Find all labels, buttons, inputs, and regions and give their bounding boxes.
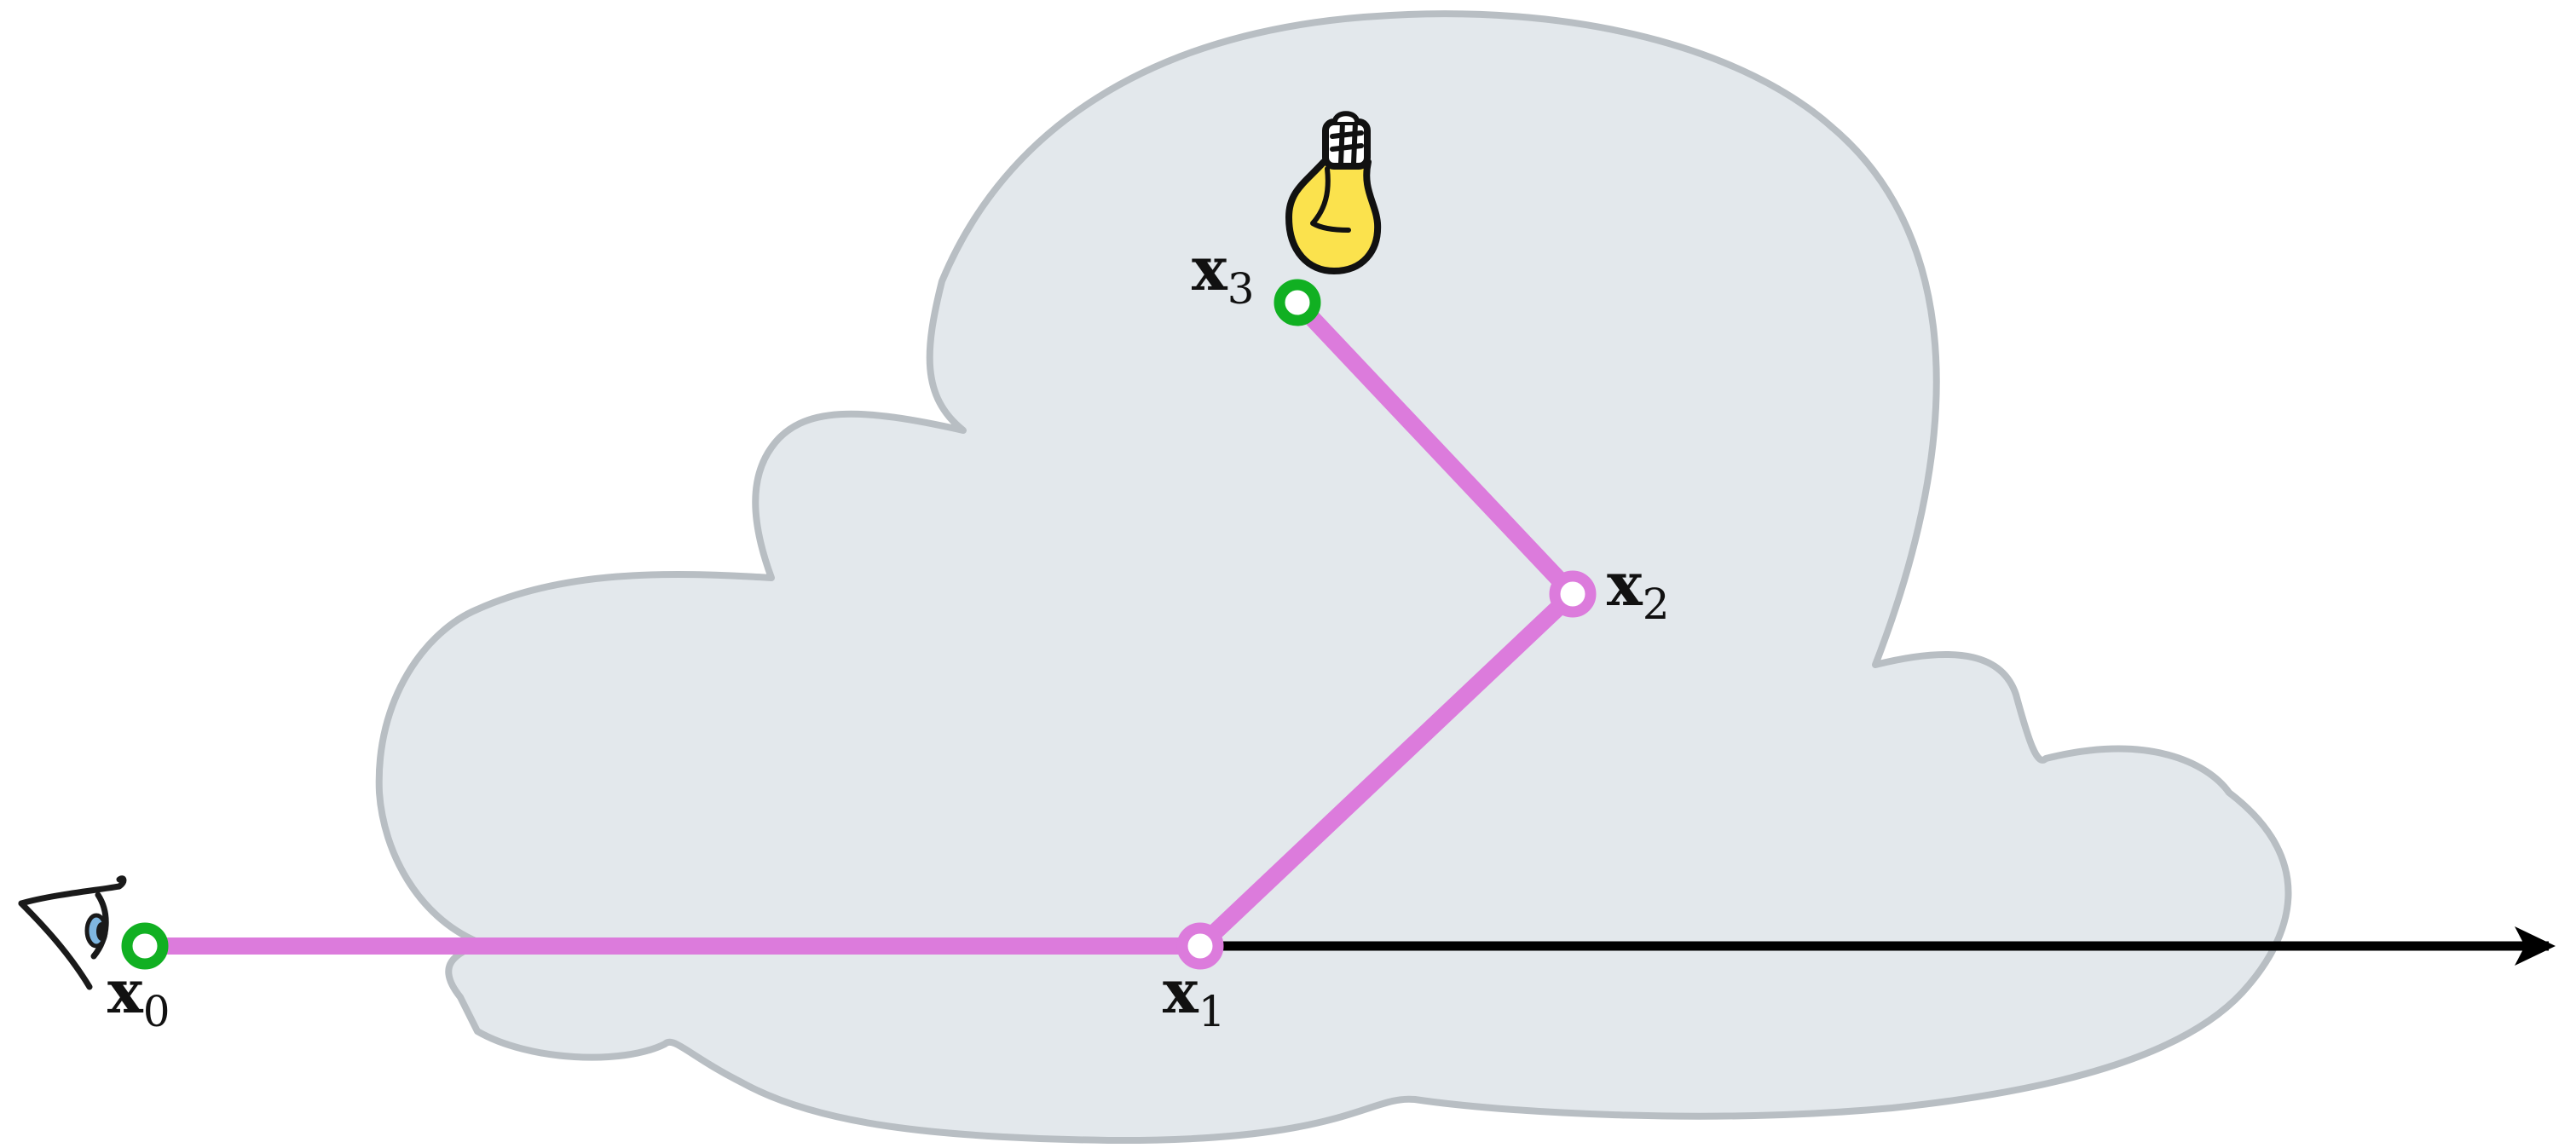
label-x0: x0 [107,956,170,1036]
vertex-x2 [1549,570,1597,618]
path-segment-x1-x2 [1192,586,1581,955]
ray-arrowhead [2515,926,2556,966]
label-x1: x1 [1163,956,1226,1036]
path-segment-x2-x3 [1289,294,1581,603]
eye-icon [18,875,127,990]
label-x3: x3 [1192,234,1255,314]
vertex-x1 [1176,922,1224,970]
label-x2: x2 [1607,549,1670,629]
lightbulb-icon [1285,111,1382,274]
vertex-x3 [1274,279,1321,326]
vertex-x0 [121,922,169,970]
participating-medium-cloud [375,10,2292,1145]
